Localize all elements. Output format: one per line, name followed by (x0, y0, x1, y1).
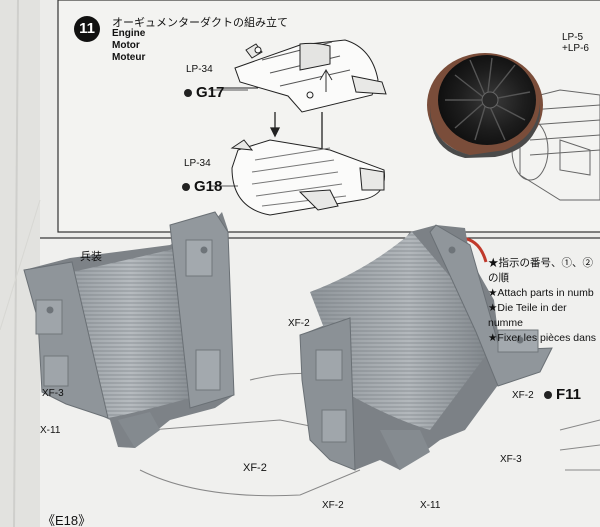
g18-paint-ref: LP-34 (184, 158, 211, 169)
bullet-icon (184, 89, 192, 98)
g17-drawing (234, 39, 387, 113)
step12-label: 兵装 (80, 251, 102, 263)
xf2-mid-label: XF-2 (243, 462, 267, 474)
note-line: ★Fixer les pièces dans (488, 332, 597, 344)
xf2-right-label: XF-2 (512, 390, 534, 401)
left-duct-half-photo (23, 211, 235, 448)
note-line: ★Die Teile in der numme (488, 302, 567, 329)
g17-paint-ref: LP-34 (186, 64, 213, 75)
g18-drawing (230, 139, 385, 216)
step-title-fr: Moteur (112, 52, 146, 63)
x11-left-label: X-11 (40, 425, 61, 436)
xf3-right-label: XF-3 (500, 454, 522, 465)
engine-duct-photo (427, 53, 543, 158)
step-title-en: Engine (112, 28, 146, 39)
e18-label: 《E18》 (42, 513, 92, 527)
xf3-left-label: XF-3 (42, 388, 64, 399)
bullet-icon (182, 183, 190, 192)
bullet-icon (544, 391, 552, 400)
right-duct-half-photo (299, 224, 553, 471)
step-title-de: Motor (112, 40, 140, 51)
xf2-bottom-label: XF-2 (322, 500, 344, 511)
step12-notes: ★指示の番号、①、②の順 ★Attach parts in numb ★Die … (488, 256, 600, 346)
step-title-jp: オーギュメンターダクトの組み立て (112, 17, 288, 29)
g17-label: G17 (184, 84, 224, 101)
note-line: ★指示の番号、①、②の順 (488, 257, 593, 284)
g18-text: G18 (194, 178, 223, 195)
f11-label: F11 (544, 386, 581, 403)
x11-bottom-label: X-11 (420, 500, 441, 511)
top-right-ref: LP-5 +LP-6 (562, 32, 589, 54)
g17-text: G17 (196, 84, 225, 101)
g18-label: G18 (182, 178, 222, 195)
xf2-left-label: XF-2 (288, 318, 310, 329)
step-number-badge: 11 (74, 16, 100, 42)
f11-text: F11 (556, 386, 582, 403)
note-line: ★Attach parts in numb (488, 287, 594, 299)
